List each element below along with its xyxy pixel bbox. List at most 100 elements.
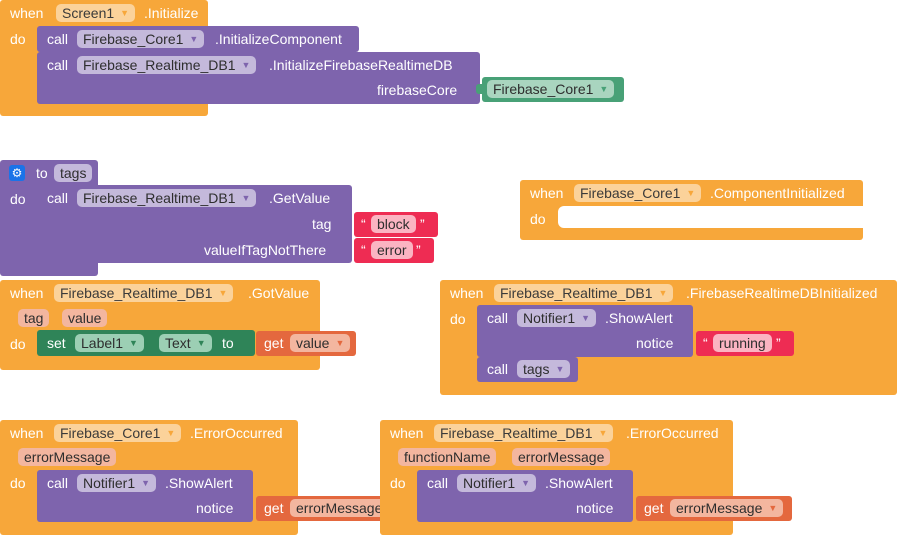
event-param-error-message[interactable]: errorMessage xyxy=(18,448,117,466)
notifier1-dropdown[interactable]: Notifier1▼ xyxy=(457,474,537,492)
method-name: .ShowAlert xyxy=(605,310,673,326)
when-keyword: when xyxy=(10,425,44,441)
text-field[interactable]: block xyxy=(371,215,416,233)
firebase-core1-dropdown[interactable]: Firebase_Core1 ▼ xyxy=(574,184,702,202)
get-value-call-block[interactable]: call Firebase_Realtime_DB1▼ .GetValue ta… xyxy=(37,185,352,263)
component-name: Firebase_Realtime_DB1 xyxy=(440,425,593,441)
method-name: .ShowAlert xyxy=(165,475,233,491)
do-keyword: do xyxy=(10,31,26,47)
method-name: .InitializeFirebaseRealtimeDB xyxy=(269,57,453,73)
text-block-block[interactable]: “ block ” xyxy=(354,212,438,237)
param-label: notice xyxy=(576,500,614,516)
call-keyword: call xyxy=(47,190,69,206)
firebase-core1-dropdown[interactable]: Firebase_Core1▼ xyxy=(487,80,615,98)
call-keyword: call xyxy=(487,310,509,326)
do-keyword: do xyxy=(450,311,466,327)
show-alert-running-call-block[interactable]: call Notifier1▼ .ShowAlert notice xyxy=(477,305,693,357)
empty-do-slot[interactable] xyxy=(558,206,863,228)
firebase-core1-component-block[interactable]: Firebase_Core1▼ xyxy=(482,77,624,102)
firebase-realtime-db1-dropdown[interactable]: Firebase_Realtime_DB1 ▼ xyxy=(77,189,257,207)
label1-dropdown[interactable]: Label1▼ xyxy=(75,334,144,352)
variable-name: errorMessage xyxy=(676,500,763,516)
input-socket xyxy=(476,84,482,94)
chevron-down-icon: ▼ xyxy=(241,193,251,203)
firebase-realtime-db1-dropdown[interactable]: Firebase_Realtime_DB1▼ xyxy=(494,284,674,302)
property-name: Text xyxy=(165,335,191,351)
close-quote: ” xyxy=(776,335,781,351)
variable-dropdown[interactable]: errorMessage ▼ xyxy=(670,499,784,517)
firebase-core1-dropdown[interactable]: Firebase_Core1 ▼ xyxy=(54,424,182,442)
chevron-down-icon: ▼ xyxy=(555,364,565,374)
event-param-value[interactable]: value xyxy=(62,309,108,327)
component-name: Firebase_Realtime_DB1 xyxy=(83,190,236,206)
component-name: Firebase_Core1 xyxy=(580,185,681,201)
initialize-realtime-db-call-block[interactable]: call Firebase_Realtime_DB1▼ .InitializeF… xyxy=(37,52,480,104)
event-name: .GotValue xyxy=(248,285,310,301)
event-param-function-name[interactable]: functionName xyxy=(398,448,497,466)
to-keyword: to xyxy=(36,165,48,181)
open-quote: “ xyxy=(703,335,708,351)
chevron-down-icon: ▼ xyxy=(768,503,778,513)
text-block-running[interactable]: “ running ” xyxy=(696,331,794,356)
chevron-down-icon: ▼ xyxy=(120,8,130,18)
text-block-error[interactable]: “ error ” xyxy=(354,238,434,263)
event-param-tag[interactable]: tag xyxy=(18,309,50,327)
chevron-down-icon: ▼ xyxy=(241,60,251,70)
text-field[interactable]: error xyxy=(371,241,413,259)
component-name: Firebase_Realtime_DB1 xyxy=(83,57,236,73)
chevron-down-icon: ▼ xyxy=(196,338,206,348)
when-keyword: when xyxy=(10,285,44,301)
notifier1-dropdown[interactable]: Notifier1▼ xyxy=(77,474,157,492)
get-value-variable-block[interactable]: get value▼ xyxy=(256,331,356,356)
variable-name: value xyxy=(296,335,330,351)
component-name: Firebase_Core1 xyxy=(60,425,161,441)
param-label: tag xyxy=(312,216,332,232)
method-name: .InitializeComponent xyxy=(215,31,342,47)
event-param-error-message[interactable]: errorMessage xyxy=(512,448,611,466)
chevron-down-icon: ▼ xyxy=(686,188,696,198)
show-alert-error-call-block[interactable]: call Notifier1▼ .ShowAlert notice xyxy=(37,470,253,522)
get-keyword: get xyxy=(644,500,664,516)
show-alert-error-call-block[interactable]: call Notifier1▼ .ShowAlert notice xyxy=(417,470,633,522)
notifier1-dropdown[interactable]: Notifier1▼ xyxy=(517,309,597,327)
open-quote: “ xyxy=(361,242,366,258)
when-keyword: when xyxy=(530,185,564,201)
call-tags-procedure-block[interactable]: call tags▼ xyxy=(477,357,578,382)
text-field[interactable]: running xyxy=(713,334,772,352)
open-quote: “ xyxy=(361,216,366,232)
firebase-realtime-db1-dropdown[interactable]: Firebase_Realtime_DB1▼ xyxy=(54,284,234,302)
procedure-name-field[interactable]: tags xyxy=(54,164,93,182)
do-keyword: do xyxy=(530,211,546,227)
do-keyword: do xyxy=(10,336,26,352)
event-name: .ErrorOccurred xyxy=(626,425,719,441)
initialize-component-call-block[interactable]: call Firebase_Core1▼ .InitializeComponen… xyxy=(37,26,359,52)
gear-icon[interactable]: ⚙ xyxy=(9,165,25,181)
firebase-realtime-db1-dropdown[interactable]: Firebase_Realtime_DB1 ▼ xyxy=(434,424,614,442)
event-name: .ComponentInitialized xyxy=(710,185,845,201)
when-keyword: when xyxy=(450,285,484,301)
firebase-core1-dropdown[interactable]: Firebase_Core1▼ xyxy=(77,30,205,48)
got-value-event-block[interactable]: when Firebase_Realtime_DB1▼ .GotValue ta… xyxy=(0,280,320,370)
chevron-down-icon: ▼ xyxy=(166,428,176,438)
get-error-message-variable-block[interactable]: get errorMessage ▼ xyxy=(636,496,792,521)
set-label-text-block[interactable]: set Label1▼ . Text▼ to xyxy=(37,330,255,356)
firebase-realtime-db1-dropdown[interactable]: Firebase_Realtime_DB1 ▼ xyxy=(77,56,257,74)
chevron-down-icon: ▼ xyxy=(521,478,531,488)
chevron-down-icon: ▼ xyxy=(598,428,608,438)
get-error-message-variable-block[interactable]: get errorMessage▼ xyxy=(256,496,412,521)
screen1-dropdown[interactable]: Screen1▼ xyxy=(56,4,136,22)
do-keyword: do xyxy=(10,191,26,207)
set-keyword: set xyxy=(47,335,66,351)
property-dropdown[interactable]: Text ▼ xyxy=(159,334,212,352)
method-name: .ShowAlert xyxy=(545,475,613,491)
do-keyword: do xyxy=(10,475,26,491)
procedure-name: tags xyxy=(523,361,550,377)
call-keyword: call xyxy=(47,31,69,47)
call-keyword: call xyxy=(47,475,69,491)
component-initialized-event-block[interactable]: when Firebase_Core1 ▼ .ComponentInitializ… xyxy=(520,180,863,240)
component-name: Firebase_Core1 xyxy=(493,81,594,97)
procedure-dropdown[interactable]: tags ▼ xyxy=(517,360,571,378)
component-name: Notifier1 xyxy=(523,310,576,326)
component-name: Firebase_Core1 xyxy=(83,31,184,47)
variable-dropdown[interactable]: value▼ xyxy=(290,334,351,352)
